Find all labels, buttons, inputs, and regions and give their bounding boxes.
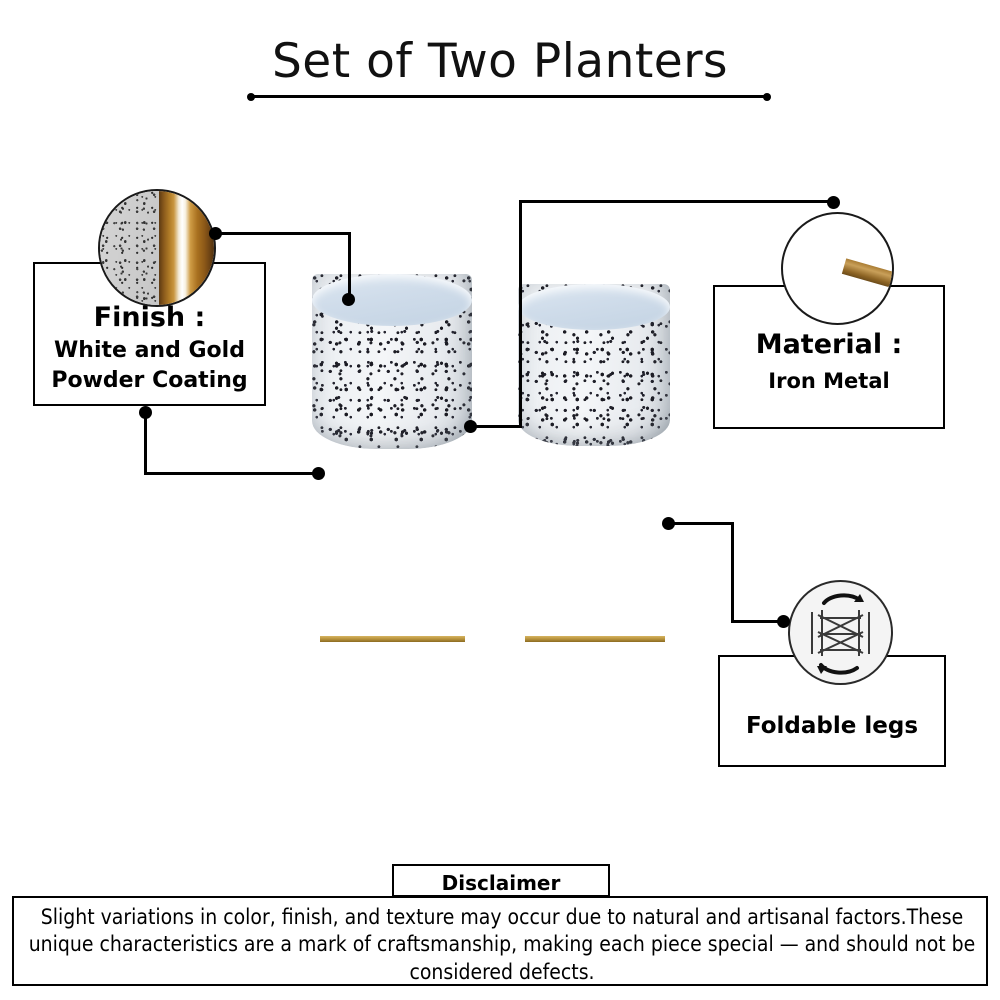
gold-rod-joint-arm — [841, 257, 892, 288]
foldable-connector-h2 — [731, 620, 786, 623]
material-connector-v1 — [519, 200, 522, 428]
finish-detail-line-2: Powder Coating — [51, 368, 248, 393]
foldable-connector-dot-leg — [662, 517, 675, 530]
finish-connector-dot-box — [139, 406, 152, 419]
finish-connector-v1 — [348, 232, 351, 300]
planter-large-crossbar — [320, 636, 465, 642]
material-connector-h2 — [472, 425, 522, 428]
planter-large-leg-left — [320, 348, 327, 700]
finish-detail-line-1: White and Gold — [54, 338, 245, 363]
planter-small-crossbar — [525, 636, 665, 642]
gold-finish-half — [159, 191, 214, 305]
title-divider — [247, 92, 771, 101]
page-title: Set of Two Planters — [271, 34, 729, 89]
material-detail-line-1: Iron Metal — [768, 369, 890, 393]
finish-connector-dot-pot — [342, 293, 355, 306]
planter-small-leg-center-front — [583, 488, 593, 764]
planter-small-pot — [518, 284, 670, 446]
planter-large-pot — [312, 274, 472, 449]
foldable-connector-dot-icon — [777, 615, 790, 628]
material-connector-dot-leg — [464, 420, 477, 433]
finish-heading: Finish : — [93, 302, 206, 333]
foldable-frame-glyph — [811, 593, 870, 675]
finish-connector-h1 — [216, 232, 351, 235]
planter-small-rim — [518, 284, 670, 330]
material-rod-icon — [781, 212, 894, 325]
disclaimer-label: Disclaimer — [441, 871, 561, 895]
planter-large-leg-right — [458, 348, 465, 700]
foldable-connector-h1 — [668, 522, 734, 525]
foldable-callout-box: Foldable legs — [718, 655, 946, 767]
finish-connector-h2 — [144, 472, 319, 475]
planter-large-rim — [312, 274, 472, 326]
material-heading: Material : — [755, 329, 903, 360]
material-connector-h1 — [519, 200, 836, 203]
planter-small — [518, 258, 670, 758]
gold-rod-shaft — [809, 214, 846, 323]
finish-connector-dot-leg — [312, 467, 325, 480]
stone-texture-half — [100, 191, 160, 305]
finish-swatch-icon — [98, 189, 216, 307]
planter-small-leg-left — [525, 350, 532, 698]
disclaimer-box: Slight variations in color, finish, and … — [12, 896, 988, 986]
material-connector-dot-origin — [827, 196, 840, 209]
disclaimer-body: Slight variations in color, finish, and … — [28, 905, 976, 984]
foldable-frame-icon — [788, 580, 893, 685]
foldable-heading: Foldable legs — [745, 713, 919, 739]
finish-connector-dot-origin — [209, 227, 222, 240]
planter-large — [312, 248, 472, 768]
finish-connector-v2 — [144, 411, 147, 475]
foldable-connector-v1 — [731, 522, 734, 623]
disclaimer-label-box: Disclaimer — [392, 864, 610, 897]
planter-large-leg-center-front — [381, 488, 391, 766]
